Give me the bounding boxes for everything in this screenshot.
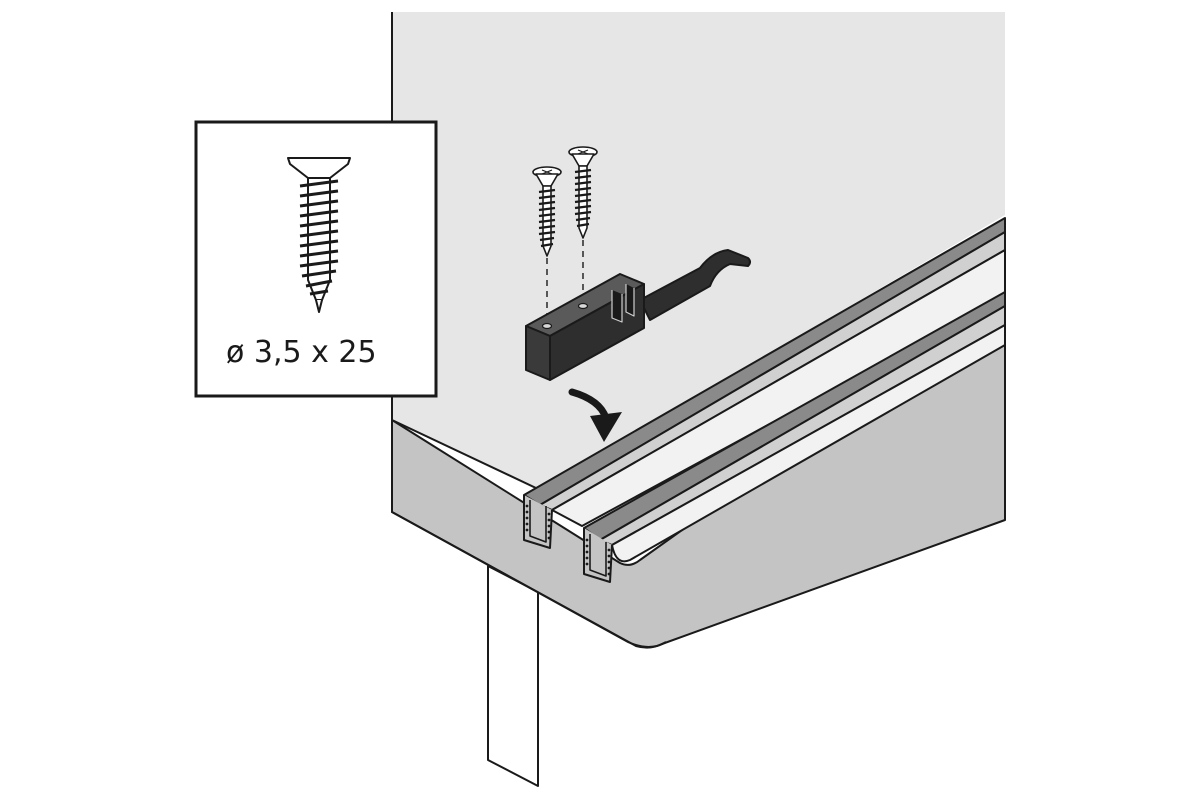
screw-icon [287,157,351,313]
screw-spec-label: ø 3,5 x 25 [226,335,377,370]
arrow-down-icon [568,388,622,442]
screw-icon [532,166,562,257]
rail-end-screw-holes-2 [585,538,611,576]
bracket-icon [525,249,751,381]
rail-end-screw-holes-1 [525,504,551,540]
screw-icon [568,146,598,239]
rail-track-inner [523,217,1006,549]
screw-detail-box: ø 3,5 x 25 [194,120,438,398]
rail-track-outer [583,291,1006,583]
